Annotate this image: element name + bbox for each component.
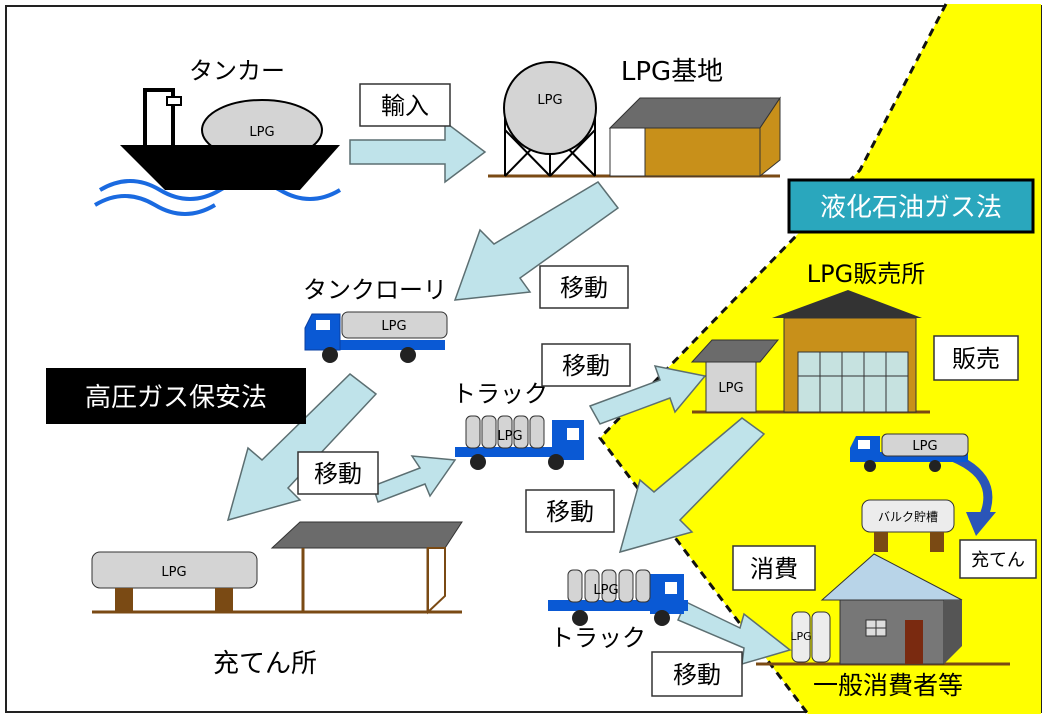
label-tanker: タンカー xyxy=(189,57,285,85)
box-import xyxy=(359,83,451,127)
label-lpg-bulk-lorry: LPG xyxy=(912,439,937,454)
box-move3 xyxy=(297,451,379,495)
lpg-base xyxy=(488,61,781,178)
label-move2: 移動 xyxy=(562,352,610,380)
label-lpg-filling: LPG xyxy=(161,565,186,580)
box-move1 xyxy=(539,265,629,309)
cylinder-truck-mid xyxy=(455,415,584,470)
arrow-lorry-to-filling xyxy=(226,373,378,522)
label-import: 輸入 xyxy=(381,92,429,120)
tank-lorry xyxy=(304,311,448,363)
consumer-house xyxy=(756,553,1010,666)
arrow-bulk-fill-head xyxy=(966,512,996,536)
arrow-base-to-lorry xyxy=(453,181,620,301)
label-lpg-consumer: LPG xyxy=(790,630,811,643)
box-move4 xyxy=(525,489,615,533)
label-move5: 移動 xyxy=(673,661,721,689)
label-lpg-tanker: LPG xyxy=(249,125,274,140)
lpg-shop xyxy=(690,290,930,414)
label-bulk-tank: バルク貯槽 xyxy=(878,510,938,524)
arrow-filling-to-truck xyxy=(372,455,457,503)
arrow-import xyxy=(349,120,487,184)
label-lpg-base: LPG基地 xyxy=(621,57,723,87)
cylinder-truck-bottom xyxy=(548,569,688,626)
label-consumers: 一般消費者等 xyxy=(813,671,963,700)
arrow-truck-to-consumer xyxy=(677,600,792,666)
label-truck-bottom: トラック xyxy=(550,624,646,652)
label-fill: 充てん xyxy=(971,550,1025,571)
label-move3: 移動 xyxy=(314,460,362,488)
label-lpg-base-tank: LPG xyxy=(537,93,562,108)
box-consumption xyxy=(732,545,816,591)
label-lpg-shop: LPG販売所 xyxy=(807,260,925,288)
label-move1: 移動 xyxy=(560,274,608,302)
box-move2 xyxy=(541,343,631,387)
law-lp-gas: 液化石油ガス法 xyxy=(820,193,1002,223)
label-tank-lorry: タンクローリ xyxy=(303,276,447,304)
law-box-lp-gas xyxy=(787,178,1035,234)
arrow-shop-to-truck xyxy=(618,417,766,554)
box-move5 xyxy=(651,651,743,697)
bulk-lorry xyxy=(850,433,969,472)
label-lpg-truck-bottom: LPG xyxy=(593,583,618,598)
label-move4: 移動 xyxy=(546,498,594,526)
label-lpg-truck-mid: LPG xyxy=(497,429,522,444)
box-fill xyxy=(959,539,1037,579)
tanker-ship xyxy=(93,88,342,216)
label-consumption: 消費 xyxy=(750,555,798,583)
law-box-high-pressure xyxy=(46,368,306,424)
filling-station xyxy=(91,521,463,615)
zone-boundary xyxy=(598,3,948,715)
label-sales: 販売 xyxy=(952,345,1000,373)
arrow-truck-to-shop xyxy=(588,365,707,425)
label-truck-mid: トラック xyxy=(452,380,548,408)
bulk-tank xyxy=(861,499,955,552)
label-filling-station: 充てん所 xyxy=(213,649,317,679)
box-sales xyxy=(933,335,1019,381)
law-high-pressure-gas: 高圧ガス保安法 xyxy=(85,383,267,413)
label-lpg-shop-tank: LPG xyxy=(718,381,743,396)
label-lpg-lorry: LPG xyxy=(381,319,406,334)
